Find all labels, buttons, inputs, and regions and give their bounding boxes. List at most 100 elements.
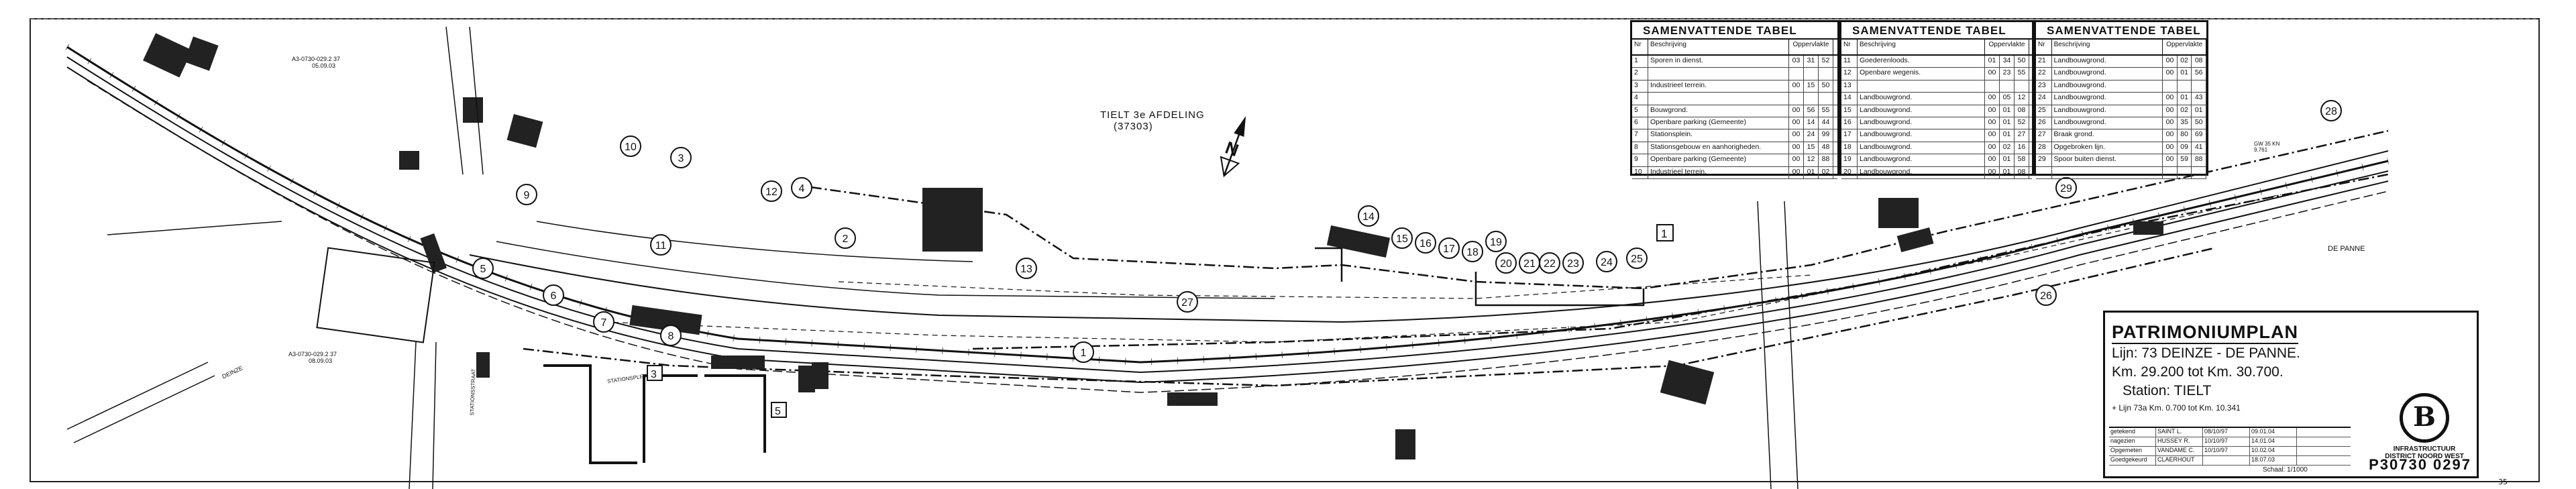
cell-desc: Landbouwgrond. (2052, 117, 2163, 129)
cell-desc: Industrieel terrein. (1648, 80, 1789, 93)
cell-desc: Braak grond. (2052, 129, 2163, 142)
svg-text:22: 22 (1544, 258, 1556, 270)
cell-ha: 00 (1985, 117, 2000, 129)
cell-ca: 52 (1819, 56, 1833, 68)
cell-a (1804, 93, 1819, 105)
cell-nr: 14 (1841, 93, 1858, 105)
cell-ca: 58 (2015, 154, 2029, 166)
svg-text:24: 24 (1601, 257, 1613, 268)
page-number: 35 (2498, 478, 2508, 486)
gw-label: GW 35 KN 9.761 (2254, 141, 2280, 153)
cell-a: 01 (2178, 93, 2192, 105)
summary-table-2: SAMENVATTENDE TABEL Nr Beschrijving Oppe… (1839, 20, 2034, 179)
cell-ca (1819, 93, 1833, 105)
cell-ha: 00 (1985, 93, 2000, 105)
cell-nr: 13 (1841, 80, 1858, 93)
cell-ca: 55 (1819, 105, 1833, 117)
cell-ca (2192, 80, 2206, 93)
cell-ca: 16 (2015, 142, 2029, 154)
cell-ha: 00 (2163, 105, 2178, 117)
parcel-marker-10: 10 (620, 135, 641, 157)
cell-desc: Landbouwgrond. (1858, 142, 1985, 154)
cell-a: 01 (2000, 129, 2015, 142)
cell-ca: 43 (2192, 93, 2206, 105)
cell-desc: Stationsplein. (1648, 129, 1789, 142)
svg-text:12: 12 (765, 186, 777, 198)
col-opp: Oppervlakte (1985, 40, 2029, 54)
col-nr: Nr (2036, 40, 2052, 54)
cell-desc: Goederenloods. (1858, 56, 1985, 68)
col-opp: Oppervlakte (1789, 40, 1833, 54)
svg-text:15: 15 (1396, 233, 1408, 245)
title-block: PATRIMONIUMPLAN Lijn: 73 DEINZE - DE PAN… (2103, 311, 2479, 478)
cell-ha: 01 (1985, 56, 2000, 68)
cell-ha: 00 (1985, 154, 2000, 166)
cell-a: 01 (2000, 117, 2015, 129)
cell-a: 01 (2178, 68, 2192, 80)
revision-cell: SAINT L. (2156, 428, 2203, 437)
cell-a: 15 (1804, 80, 1819, 93)
cell-desc (1648, 93, 1789, 105)
parcel-marker-26: 26 (2035, 284, 2057, 306)
parcel-marker-28: 28 (2320, 100, 2342, 121)
col-desc: Beschrijving (2052, 40, 2163, 54)
cell-a: 80 (2178, 129, 2192, 142)
cell-nr: 22 (2036, 68, 2052, 80)
cell-ca: 99 (1819, 129, 1833, 142)
cell-nr: 15 (1841, 105, 1858, 117)
svg-text:28: 28 (2325, 106, 2337, 117)
cell-a: 02 (2178, 56, 2192, 68)
cell-ha: 00 (1985, 166, 2000, 178)
cell-desc: Landbouwgrond. (1858, 105, 1985, 117)
table-title: SAMENVATTENDE TABEL (2036, 22, 2206, 40)
cell-a: 23 (2000, 68, 2015, 80)
cell-nr: 26 (2036, 117, 2052, 129)
cell-desc: Bouwgrond. (1648, 105, 1789, 117)
station-label-line2: (37303) (1114, 121, 1153, 132)
cell-a: 02 (2000, 142, 2015, 154)
cell-nr: 5 (1632, 105, 1648, 117)
revision-cell: getekend (2109, 428, 2156, 437)
cell-nr: 3 (1632, 80, 1648, 93)
col-nr: Nr (1841, 40, 1858, 54)
cell-ca: 02 (1819, 166, 1833, 178)
svg-text:4: 4 (799, 183, 805, 195)
svg-text:17: 17 (1443, 243, 1455, 255)
reference-top: A3-0730-029.2 37 05.09.03 (292, 56, 340, 69)
cell-nr: 21 (2036, 56, 2052, 68)
cell-ca: 50 (2015, 56, 2029, 68)
cell-desc: Landbouwgrond. (1858, 154, 1985, 166)
cell-nr: 25 (2036, 105, 2052, 117)
col-desc: Beschrijving (1858, 40, 1985, 54)
cell-ha: 00 (2163, 129, 2178, 142)
cell-nr: 16 (1841, 117, 1858, 129)
revision-cell: nagezien (2109, 437, 2156, 446)
cell-a (1804, 68, 1819, 80)
parcel-marker-19: 19 (1485, 231, 1507, 252)
street-de-panne: DE PANNE (2328, 245, 2365, 253)
plan-km: Km. 29.200 tot Km. 30.700. (2112, 364, 2284, 380)
parcel-marker-27: 27 (1177, 291, 1198, 313)
svg-text:26: 26 (2040, 290, 2052, 302)
table-row: 4 (1632, 93, 1837, 105)
cell-a: 01 (2000, 105, 2015, 117)
cell-ha: 00 (1789, 166, 1804, 178)
svg-text:5: 5 (480, 264, 486, 275)
parcel-marker-16: 16 (1415, 232, 1436, 254)
table-row (2036, 166, 2206, 179)
cell-nr: 24 (2036, 93, 2052, 105)
parcel-marker-11: 11 (650, 234, 672, 256)
parcel-marker-23: 23 (1562, 252, 1584, 274)
cell-ca: 88 (1819, 154, 1833, 166)
